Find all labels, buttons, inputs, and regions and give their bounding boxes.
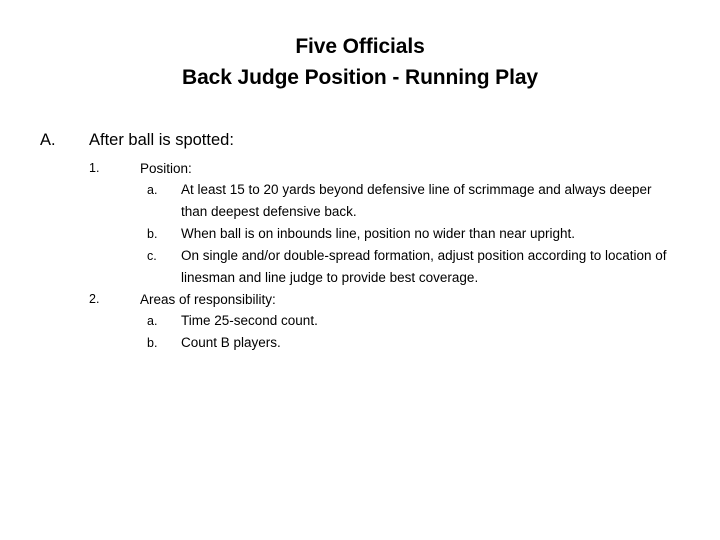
outline-item-1-sub-c-marker: c. [147, 249, 157, 263]
outline-item-1-sub-c: c. On single and/or double-spread format… [0, 245, 720, 289]
outline-item-2-marker: 2. [89, 292, 100, 306]
outline-item-1-sub-a-text: At least 15 to 20 yards beyond defensive… [181, 182, 652, 219]
title-line-1: Five Officials [295, 35, 425, 58]
outline-item-2-sub-b: b. Count B players. [0, 332, 720, 354]
outline-item-1: 1. Position: [0, 158, 720, 179]
outline-item-1-sub-b-text: When ball is on inbounds line, position … [181, 226, 575, 241]
outline-body: A. After ball is spotted: 1. Position: a… [0, 128, 720, 354]
level-a-text: After ball is spotted: [89, 131, 234, 149]
outline-item-2: 2. Areas of responsibility: [0, 289, 720, 310]
outline-item-1-sub-c-text: On single and/or double-spread formation… [181, 248, 667, 285]
outline-item-2-sub-b-text: Count B players. [181, 335, 281, 350]
outline-level-a: A. After ball is spotted: [0, 128, 720, 154]
outline-item-2-text: Areas of responsibility: [140, 292, 276, 307]
title-line-2: Back Judge Position - Running Play [182, 66, 538, 89]
outline-item-1-marker: 1. [89, 161, 100, 175]
outline-item-1-sub-b-marker: b. [147, 227, 158, 241]
outline-item-1-sub-a-marker: a. [147, 183, 158, 197]
level-a-marker: A. [40, 131, 56, 149]
outline-item-2-sub-a: a. Time 25-second count. [0, 310, 720, 332]
slide-title: Five Officials Back Judge Position - Run… [0, 32, 720, 94]
outline-item-2-sub-a-text: Time 25-second count. [181, 313, 318, 328]
outline-item-2-sub-a-marker: a. [147, 314, 158, 328]
outline-item-2-sub-b-marker: b. [147, 336, 158, 350]
outline-item-1-sub-b: b. When ball is on inbounds line, positi… [0, 223, 720, 245]
outline-item-1-sub-a: a. At least 15 to 20 yards beyond defens… [0, 179, 720, 223]
outline-item-1-text: Position: [140, 161, 192, 176]
